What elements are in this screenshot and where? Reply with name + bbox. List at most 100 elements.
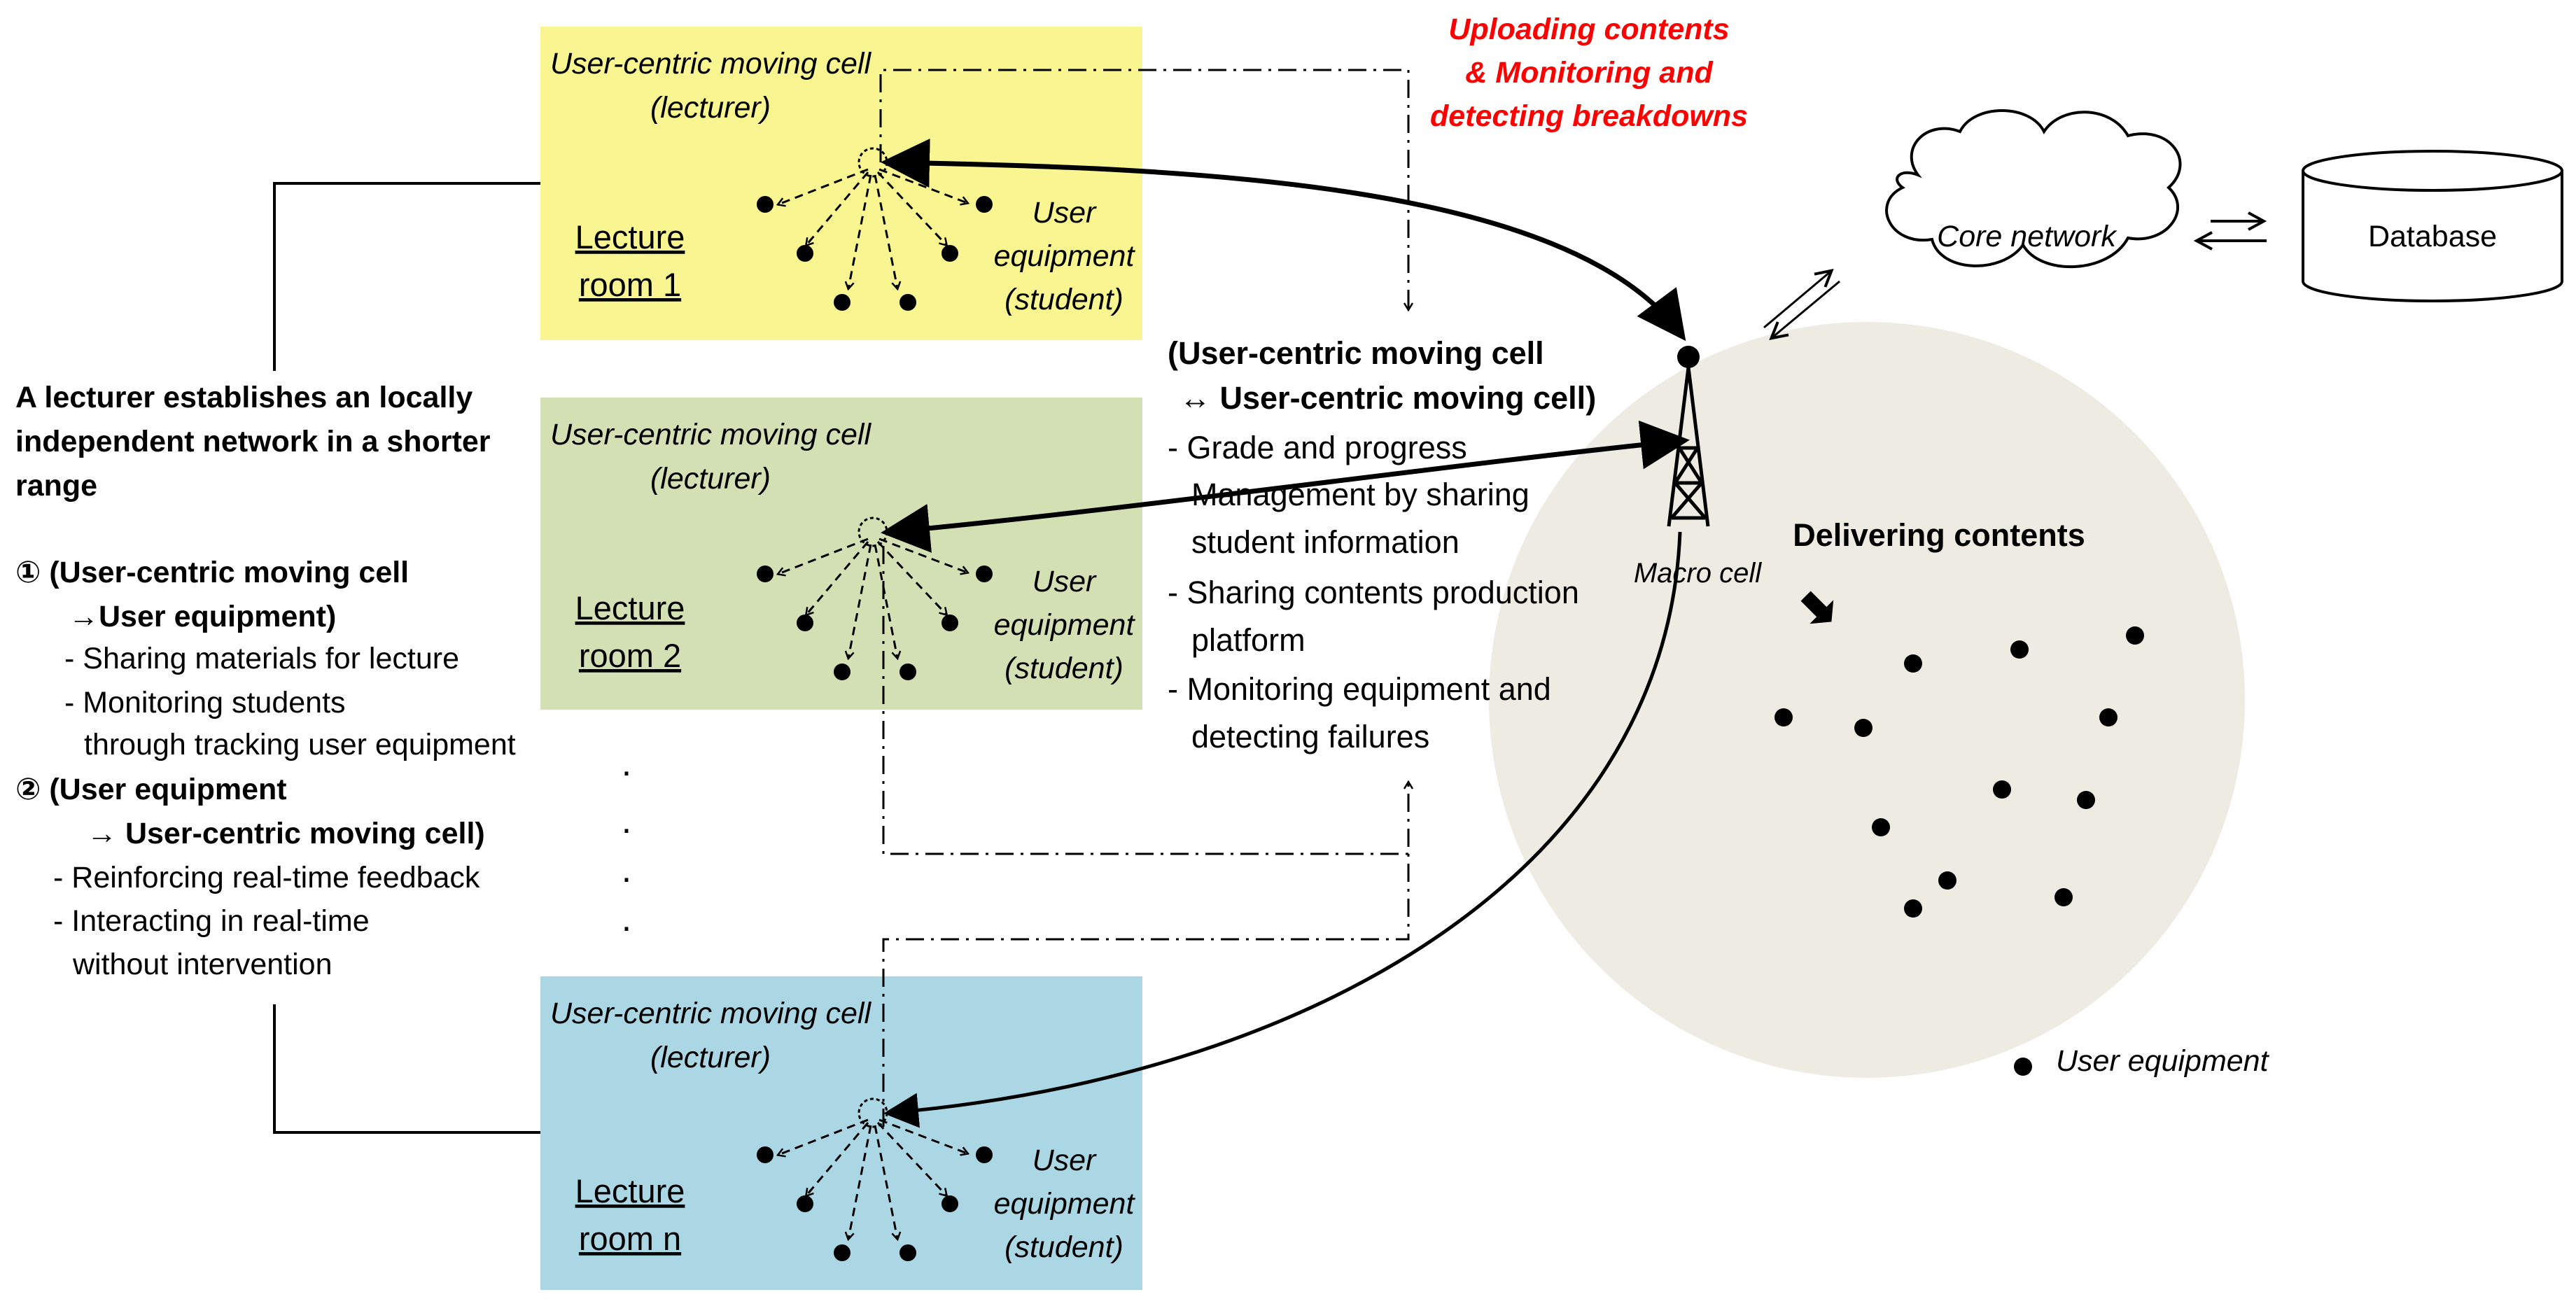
macro-ue-dot: [1872, 818, 1890, 836]
macro-to-core-arrow: [1763, 272, 1830, 329]
item2-bullet: without intervention: [72, 948, 332, 981]
middle-panel: (User-centric moving cell ↔ User-centric…: [1168, 335, 1596, 754]
macro-cell-coverage-area: [1489, 322, 2245, 1078]
macro-ue-dot: [1854, 719, 1872, 737]
room-2-ue-label: (student): [1004, 652, 1124, 685]
room-n-ue-label: User: [1032, 1144, 1097, 1177]
macro-cell-ue-group: [1774, 626, 2144, 918]
item1-title-line: →User equipment): [69, 600, 336, 633]
room-n-label: Lecture: [575, 1172, 685, 1209]
item1-bullet: - Sharing materials for lecture: [64, 642, 459, 675]
ellipsis-dot: .: [622, 899, 631, 939]
middle-bullet: Management by sharing: [1191, 477, 1530, 512]
moving-cell-room-n: [757, 1097, 993, 1261]
middle-bullet: - Monitoring equipment and: [1168, 671, 1551, 707]
ellipsis-dot: .: [622, 801, 631, 841]
moving-cell-room-2: [757, 517, 993, 680]
student-ue-dot: [834, 1244, 850, 1261]
cell-to-ue-link: [778, 538, 869, 574]
room-n-ue-label: equipment: [994, 1187, 1136, 1221]
room-2-cell-label: (lecturer): [650, 462, 771, 496]
database-label: Database: [2368, 220, 2497, 253]
item2-title-line: ② (User equipment: [15, 773, 287, 806]
student-ue-dot: [976, 566, 993, 582]
macro-ue-dot: [1993, 780, 2011, 799]
item1-bullet: - Monitoring students: [64, 686, 346, 719]
cell-to-ue-link: [874, 1125, 897, 1239]
room-n-label: room n: [579, 1220, 681, 1257]
room-n-cell-label: (lecturer): [650, 1041, 771, 1074]
room-2-ue-label: equipment: [994, 608, 1136, 642]
left-bracket-line: [273, 182, 540, 1134]
macro-cell-label: Macro cell: [1634, 558, 1762, 589]
core-to-macro-arrow: [1772, 280, 1840, 337]
student-ue-dot: [757, 566, 774, 582]
room-2-label: Lecture: [575, 589, 685, 626]
student-ue-dot: [941, 245, 958, 262]
student-ue-dot: [976, 1146, 993, 1163]
student-ue-dot: [899, 1244, 916, 1261]
student-ue-dot: [797, 615, 813, 631]
item2-bullet: - Reinforcing real-time feedback: [53, 861, 480, 894]
room-1-label: Lecture: [575, 218, 685, 255]
database-cylinder-icon: [2302, 150, 2563, 302]
core-network-label: Core network: [1937, 220, 2118, 253]
ellipsis-dot: .: [622, 743, 631, 784]
macro-ue-dot: [2077, 791, 2095, 809]
left-heading-line: A lecturer establishes an locally: [15, 381, 472, 414]
student-ue-dot: [941, 615, 958, 631]
student-ue-dot: [899, 294, 916, 311]
middle-title-line: (User-centric moving cell: [1168, 335, 1544, 371]
student-ue-dot: [834, 663, 850, 680]
cell-to-ue-link: [874, 544, 897, 658]
left-heading-line: range: [15, 469, 97, 503]
cell-to-ue-link: [876, 540, 946, 615]
cell-to-ue-link: [848, 1125, 872, 1239]
cell-to-ue-link: [806, 541, 869, 615]
macro-ue-dot: [2099, 708, 2118, 726]
student-ue-dot: [757, 1146, 774, 1163]
item2-bullet: - Interacting in real-time: [53, 904, 370, 938]
middle-title-line: ↔ User-centric moving cell): [1180, 380, 1596, 416]
database-body: [2302, 171, 2563, 302]
macro-ue-dot: [1904, 899, 1922, 918]
room-2-cell-label: User-centric moving cell: [550, 418, 872, 451]
ellipsis-dot: .: [622, 850, 631, 890]
link-room-2-macro-cell: [881, 420, 1690, 553]
lecture-room-n-box: [540, 976, 1142, 1290]
room-1-label: room 1: [579, 266, 681, 303]
cell-to-ue-link: [848, 174, 872, 288]
room-1-ue-label: (student): [1004, 283, 1124, 316]
cell-to-ue-link: [778, 1118, 869, 1155]
macro-ue-dot: [2010, 640, 2029, 659]
database-top: [2302, 150, 2563, 192]
student-ue-dot: [834, 294, 850, 311]
item1-title-line: ① (User-centric moving cell: [15, 556, 409, 589]
item1-bullet: through tracking user equipment: [84, 728, 516, 761]
student-ue-dot: [976, 196, 993, 213]
room-1-ue-label: User: [1032, 196, 1097, 230]
middle-bullet: - Sharing contents production: [1168, 575, 1579, 610]
cell-to-ue-link: [876, 1121, 946, 1195]
room-1-cell-label: User-centric moving cell: [550, 47, 872, 80]
room-1-ue-label: equipment: [994, 239, 1136, 273]
macro-ue-dot: [1904, 654, 1922, 673]
macro-ue-dot: [1774, 708, 1793, 726]
middle-bullet: student information: [1191, 524, 1460, 560]
middle-bullet: platform: [1191, 622, 1306, 658]
macro-cell-tower-icon: [1667, 346, 1710, 527]
cell-to-ue-link: [806, 171, 869, 245]
student-ue-dot: [797, 245, 813, 262]
left-panel: A lecturer establishes an locally indepe…: [15, 381, 516, 981]
room-2-ue-label: User: [1032, 565, 1097, 598]
upload-label-line: Uploading contents: [1448, 13, 1729, 46]
middle-bullet: - Grade and progress: [1168, 430, 1467, 465]
legend-ue-label: User equipment: [2056, 1044, 2270, 1078]
tower-top-dot: [1677, 346, 1700, 368]
cell-to-ue-link: [806, 1122, 869, 1195]
macro-ue-dot: [1938, 871, 1956, 890]
legend-ue-dot: [2014, 1058, 2032, 1076]
macro-ue-dot: [2126, 626, 2144, 645]
student-ue-dot: [941, 1195, 958, 1212]
